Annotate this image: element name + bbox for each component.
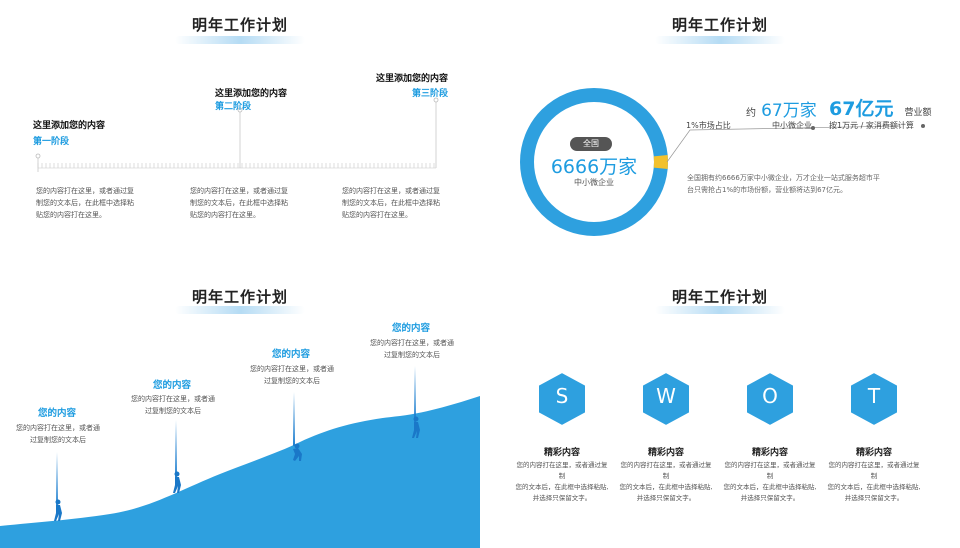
stage-2-heading: 这里添加您的内容 xyxy=(215,89,288,99)
mid-value-group: 约 67万家 xyxy=(746,96,817,121)
total-companies-value: 6666万家 xyxy=(550,156,638,178)
mid-value: 67万家 xyxy=(761,101,817,121)
climb-step-2-heading: 您的内容 xyxy=(153,380,192,391)
share-leader-line xyxy=(666,125,901,163)
mid-label: 中小微企业 xyxy=(772,121,812,130)
slide-title: 明年工作计划 xyxy=(671,16,768,34)
climb-step-4-desc: 您的内容打在这里，或者通过复制您的文本后 xyxy=(370,339,454,359)
climb-step-1-desc: 您的内容打在这里，或者通过复制您的文本后 xyxy=(16,424,100,444)
swot-t-desc: 您的内容打在这里，或者通过复制您的文本后，在此框中选择粘贴,并选择只保留文字。 xyxy=(827,461,921,502)
swot-hexagon-o: O xyxy=(742,370,798,428)
swot-s-desc: 您的内容打在这里，或者通过复制您的文本后，在此框中选择粘贴,并选择只保留文字。 xyxy=(515,461,609,502)
revenue-suffix: 营业额 xyxy=(904,108,932,118)
swot-letter: W xyxy=(656,384,676,408)
mountain-illustration xyxy=(0,366,480,548)
title-underline xyxy=(175,306,305,314)
hiker-figure xyxy=(54,416,420,521)
swot-hexagon-t: T xyxy=(846,370,902,428)
swot-letter: O xyxy=(762,384,778,408)
swot-w-heading: 精彩内容 xyxy=(647,448,684,458)
stage-1-desc: 您的内容打在这里，或者通过复制您的文本后，在此框中选择粘贴您的内容打在这里。 xyxy=(36,187,134,219)
market-donut xyxy=(520,88,925,236)
climb-step-2-desc: 您的内容打在这里，或者通过复制您的文本后 xyxy=(131,395,215,415)
climb-step-4-heading: 您的内容 xyxy=(392,323,431,334)
stage-3-desc: 您的内容打在这里，或者通过复制您的文本后，在此框中选择粘贴您的内容打在这里。 xyxy=(342,187,440,219)
share-label: 1%市场占比 xyxy=(686,121,731,130)
climb-step-3-desc: 您的内容打在这里，或者通过复制您的文本后 xyxy=(250,365,334,385)
revenue-basis: 按1万元 / 家消费额计算 xyxy=(829,121,914,130)
swot-hexagon-w: W xyxy=(638,370,694,428)
swot-letter: S xyxy=(555,384,569,408)
stage-2-desc: 您的内容打在这里，或者通过复制您的文本后，在此框中选择粘贴您的内容打在这里。 xyxy=(190,187,288,219)
revenue-value: 67亿元 xyxy=(829,98,894,120)
swot-t-heading: 精彩内容 xyxy=(855,448,892,458)
swot-slide: 明年工作计划 S 精彩内容 您的内容打在这里，或者通过复制您的文本后，在此框中选… xyxy=(480,274,960,548)
climb-step-1-heading: 您的内容 xyxy=(38,408,77,419)
swot-o-desc: 您的内容打在这里，或者通过复制您的文本后，在此框中选择粘贴,并选择只保留文字。 xyxy=(723,461,817,502)
slide-title: 明年工作计划 xyxy=(191,16,288,34)
title-underline xyxy=(655,306,785,314)
swot-hexagon-s: S xyxy=(534,370,590,428)
slide-title: 明年工作计划 xyxy=(191,288,288,306)
title-underline xyxy=(655,36,785,44)
market-slide: 明年工作计划 全国 6666万家 中小微企业 1%市场占比 约 67万家 中小微… xyxy=(480,0,960,274)
total-companies-label: 中小微企业 xyxy=(574,178,614,187)
mountain-slope xyxy=(0,396,480,548)
climb-step-3-heading: 您的内容 xyxy=(272,349,311,360)
market-desc: 全国拥有约6666万家中小微企业，万才企业一站式服务超市平台只需抢占1%的市场份… xyxy=(687,174,880,194)
swot-s-heading: 精彩内容 xyxy=(543,448,580,458)
stage-3-heading: 这里添加您的内容 xyxy=(376,74,449,84)
stage-3-label: 第三阶段 xyxy=(412,89,449,99)
revenue-group: 67亿元 营业额 xyxy=(829,94,932,121)
timeline-ruler xyxy=(35,97,439,172)
stage-1-heading: 这里添加您的内容 xyxy=(33,121,106,131)
region-badge: 全国 xyxy=(570,137,612,151)
mid-prefix: 约 xyxy=(746,108,756,119)
timeline-slide: 明年工作计划 这里添加您的内容 第一阶段 您的内容打在这里，或者通过复制您的文本… xyxy=(0,0,480,274)
title-underline xyxy=(175,36,305,44)
swot-o-heading: 精彩内容 xyxy=(751,448,788,458)
stage-2-label: 第二阶段 xyxy=(215,102,252,112)
stage-1-label: 第一阶段 xyxy=(33,137,70,147)
slide-title: 明年工作计划 xyxy=(671,288,768,306)
swot-letter: T xyxy=(867,384,881,408)
climb-slide: 明年工作计划 您的内容 您的内容打在这里，或者通过复制您的文本后 您的内容 您的… xyxy=(0,274,480,548)
swot-w-desc: 您的内容打在这里，或者通过复制您的文本后，在此框中选择粘贴,并选择只保留文字。 xyxy=(619,461,713,502)
